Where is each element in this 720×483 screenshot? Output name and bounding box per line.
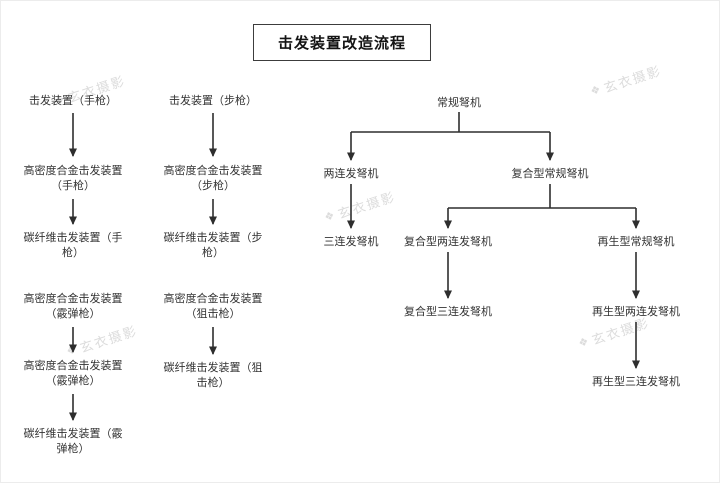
node-sniper-alloy: 高密度合金击发装置（狙击枪） bbox=[163, 293, 263, 320]
node-rifle-carbon: 碳纤维击发装置（步枪） bbox=[163, 232, 263, 259]
node-crossbow-composite-triple: 复合型三连发弩机 bbox=[404, 306, 492, 318]
node-crossbow-triple: 三连发弩机 bbox=[323, 236, 379, 248]
node-shotgun-carbon: 碳纤维击发装置（霰弹枪） bbox=[23, 428, 123, 455]
node-crossbow-regen-regular: 再生型常规弩机 bbox=[597, 236, 675, 248]
node-crossbow-regen-triple: 再生型三连发弩机 bbox=[592, 376, 680, 388]
node-crossbow-composite-double: 复合型两连发弩机 bbox=[404, 236, 492, 248]
node-rifle-alloy: 高密度合金击发装置（步枪） bbox=[163, 165, 263, 192]
connector-lines bbox=[69, 112, 640, 421]
node-crossbow-composite-regular: 复合型常规弩机 bbox=[511, 168, 589, 180]
node-pistol-base: 击发装置（手枪） bbox=[29, 95, 117, 107]
node-crossbow-double: 两连发弩机 bbox=[323, 168, 379, 180]
node-shotgun-alloy-1: 高密度合金击发装置（霰弹枪） bbox=[23, 293, 123, 320]
node-sniper-carbon: 碳纤维击发装置（狙击枪） bbox=[163, 362, 263, 389]
node-crossbow-regular: 常规弩机 bbox=[437, 97, 481, 109]
page-title: 击发装置改造流程 bbox=[252, 24, 432, 61]
node-shotgun-alloy-2: 高密度合金击发装置（霰弹枪） bbox=[23, 360, 123, 387]
node-crossbow-regen-double: 再生型两连发弩机 bbox=[592, 306, 680, 318]
node-rifle-base: 击发装置（步枪） bbox=[169, 95, 257, 107]
node-pistol-carbon: 碳纤维击发装置（手枪） bbox=[23, 232, 123, 259]
node-pistol-alloy: 高密度合金击发装置（手枪） bbox=[23, 165, 123, 192]
